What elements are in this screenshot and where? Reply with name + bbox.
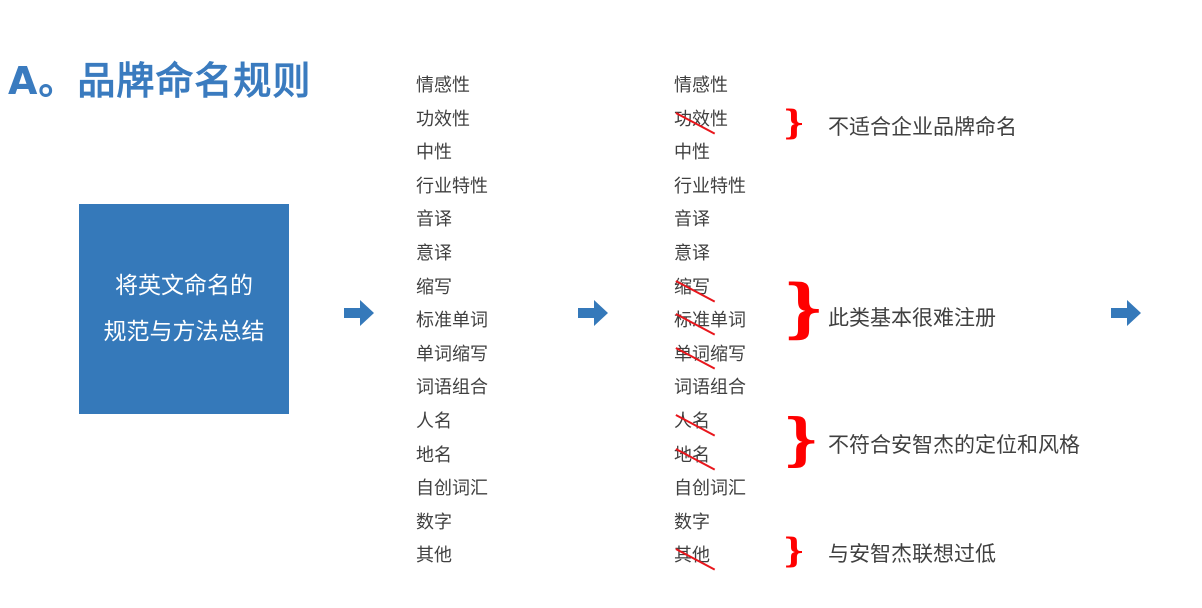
list-item: 地名 (416, 444, 452, 466)
brace-icon: } (783, 271, 825, 346)
list-item: 标准单词 (416, 310, 488, 332)
note-unsuitable: 不适合企业品牌命名 (828, 115, 1017, 139)
summary-box: 将英文命名的 规范与方法总结 (79, 204, 289, 414)
list-item-struck: 单词缩写 (674, 338, 746, 372)
right-arrow-icon (1111, 300, 1141, 326)
list-item-struck: 功效性 (674, 103, 746, 137)
list-item: 情感性 (416, 75, 470, 96)
list-item: 自创词汇 (416, 478, 488, 500)
summary-line-1: 将英文命名的 (115, 273, 253, 299)
list-item-struck: 标准单词 (674, 304, 746, 338)
note-hard-to-register: 此类基本很难注册 (828, 306, 996, 330)
list-item-struck: 人名 (674, 405, 746, 439)
summary-line-2: 规范与方法总结 (103, 319, 265, 345)
list-item: 行业特性 (416, 175, 488, 197)
note-low-association: 与安智杰联想过低 (828, 542, 996, 566)
list-item: 意译 (674, 242, 710, 264)
list-item: 情感性 (674, 75, 728, 96)
list-item: 行业特性 (674, 175, 746, 197)
list-item: 数字 (416, 511, 452, 533)
list-item: 词语组合 (416, 377, 488, 399)
page-title: A。品牌命名规则 (8, 59, 312, 103)
list-item: 意译 (416, 242, 452, 264)
filtered-methods-list: 情感性 功效性 中性 行业特性 音译 意译 缩写 标准单词 单词缩写 词语组合 … (674, 69, 746, 573)
list-item: 单词缩写 (416, 343, 488, 365)
list-item: 人名 (416, 410, 452, 432)
list-item: 自创词汇 (674, 478, 746, 500)
list-item: 音译 (416, 209, 452, 231)
list-item-struck: 其他 (674, 539, 746, 573)
list-item-struck: 地名 (674, 439, 746, 473)
list-item-struck: 缩写 (674, 271, 746, 305)
right-arrow-icon (578, 300, 608, 326)
list-item: 中性 (416, 142, 452, 164)
brace-icon: } (783, 407, 820, 473)
naming-methods-list: 情感性 功效性 中性 行业特性 音译 意译 缩写 标准单词 单词缩写 词语组合 … (416, 69, 488, 573)
list-item: 数字 (674, 511, 710, 533)
list-item: 其他 (416, 545, 452, 567)
brace-icon: } (783, 531, 805, 571)
note-style-mismatch: 不符合安智杰的定位和风格 (828, 433, 1080, 457)
right-arrow-icon (344, 300, 374, 326)
brace-icon: } (783, 103, 805, 143)
list-item: 中性 (674, 142, 710, 164)
list-item: 音译 (674, 209, 710, 231)
list-item: 缩写 (416, 276, 452, 298)
list-item: 功效性 (416, 108, 470, 130)
list-item: 词语组合 (674, 377, 746, 399)
